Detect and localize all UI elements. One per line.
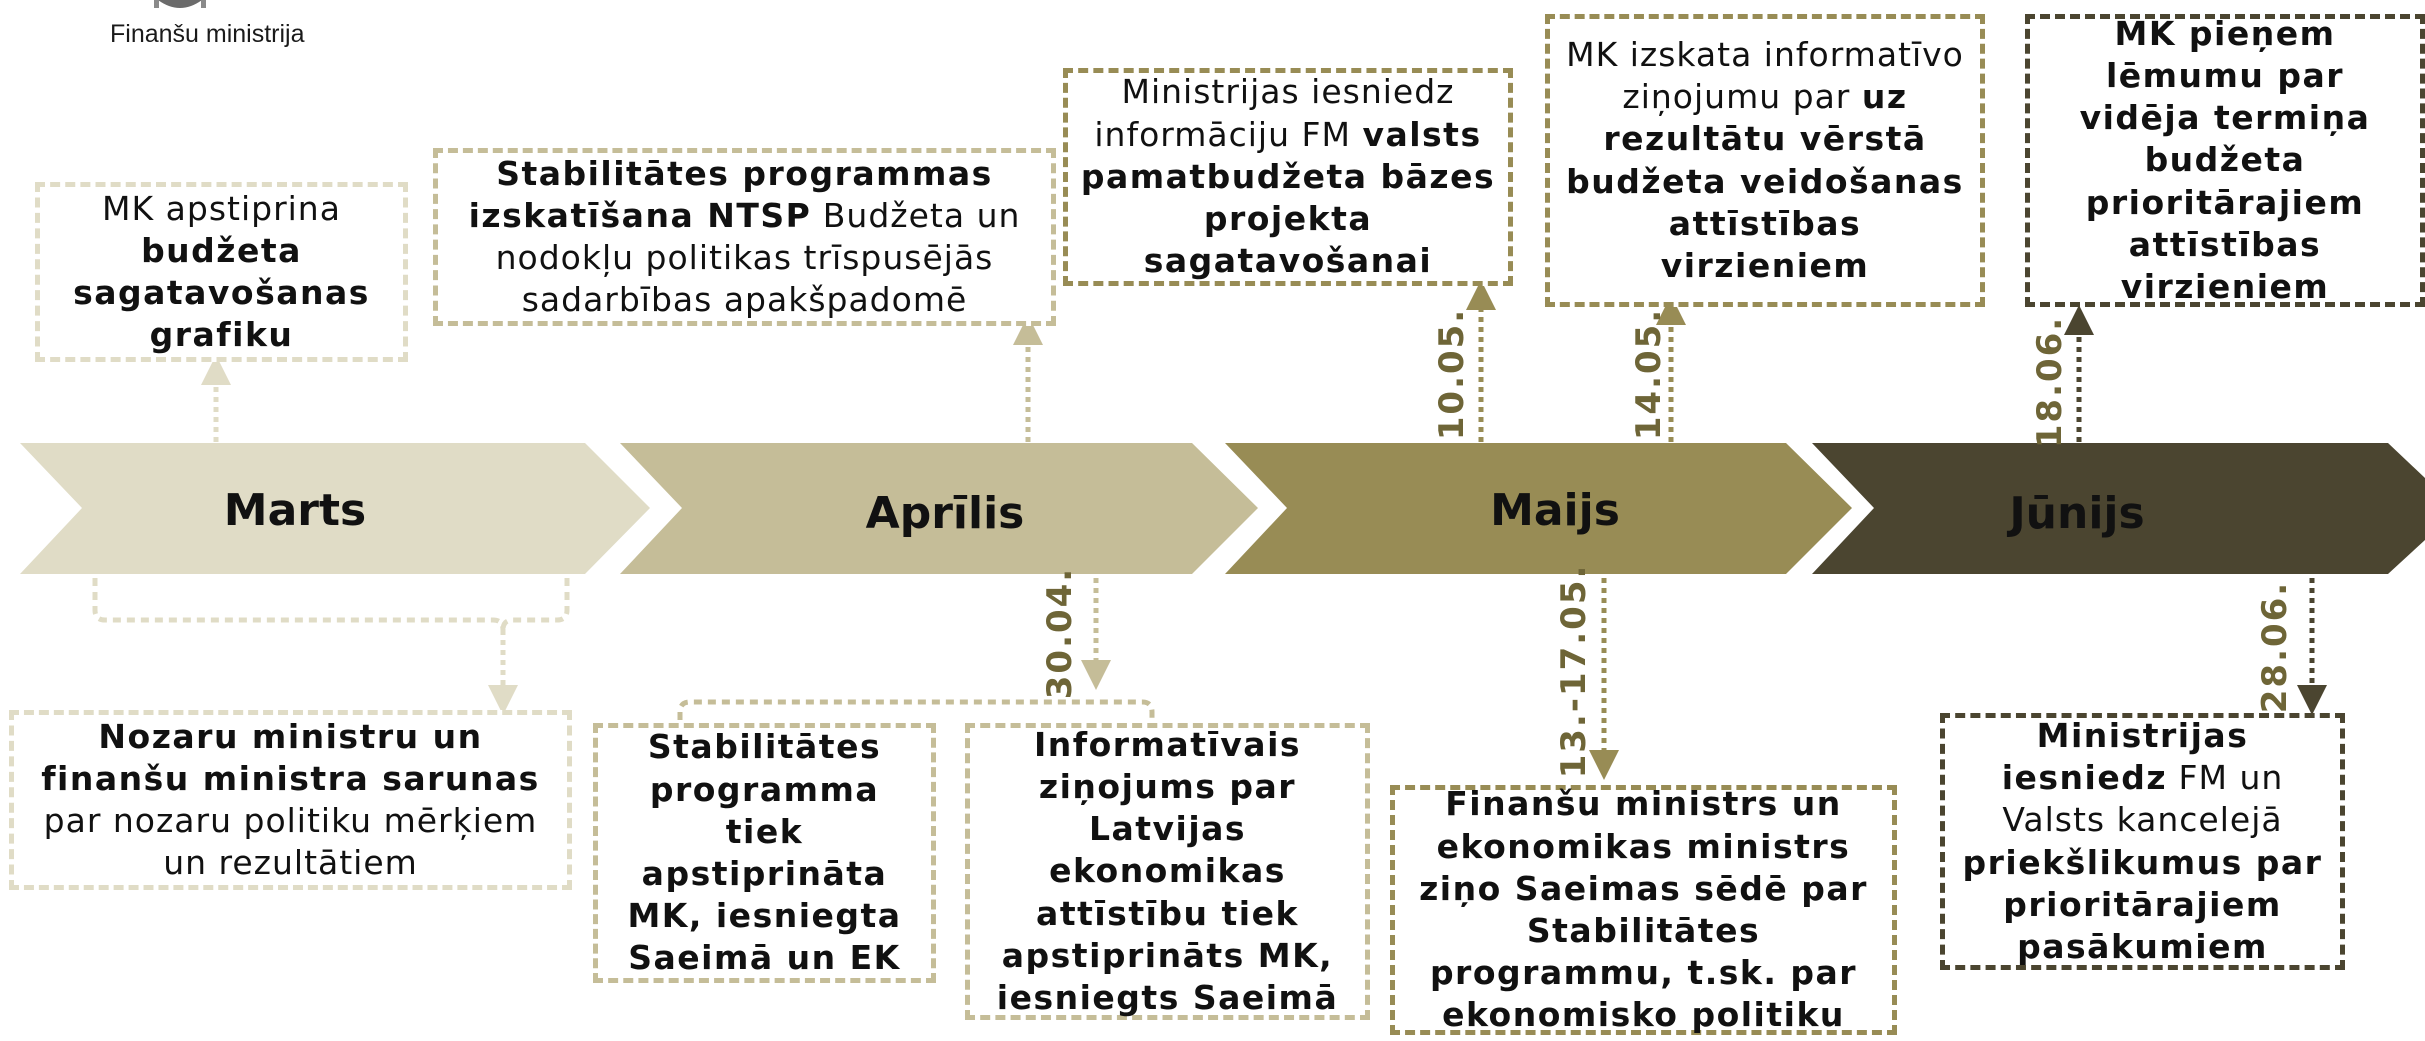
- event-box: MK izskata informatīvo ziņojumu par uz r…: [1545, 14, 1985, 307]
- chevron-marts: [20, 443, 650, 574]
- date-label: 13.-17.05.: [1554, 563, 1594, 779]
- date-label: 10.05.: [1432, 307, 1472, 441]
- date-label: 28.06.: [2255, 580, 2295, 714]
- event-text-run: valsts pamatbudžeta bāzes projekta sagat…: [1080, 114, 1496, 281]
- month-label-maijs: Maijs: [1490, 484, 1620, 536]
- logo-text: Finanšu ministrija: [110, 20, 305, 48]
- event-text: Ministrijas iesniedz FM un Valsts kancel…: [1955, 715, 2330, 968]
- event-text-run: Finanšu ministrs un ekonomikas ministrs …: [1419, 784, 1868, 1035]
- event-text-run: priekšlikumus par prioritārajiem pasākum…: [1962, 842, 2323, 966]
- month-label-junijs: Jūnijs: [2009, 487, 2145, 539]
- date-label: 14.05.: [1629, 307, 1669, 441]
- event-box: Stabilitātes programma tiek apstiprināta…: [593, 723, 936, 983]
- event-text-run: Informatīvais ziņojums par Latvijas ekon…: [996, 724, 1339, 1018]
- event-box: Finanšu ministrs un ekonomikas ministrs …: [1390, 783, 1897, 1036]
- event-text: MK izskata informatīvo ziņojumu par uz r…: [1560, 34, 1970, 287]
- event-text-run: Ministrijas iesniedz informāciju FM: [1094, 72, 1455, 154]
- event-text-run: budžeta sagatavošanas grafiku: [73, 230, 370, 355]
- event-text-run: uz rezultātu vērstā budžeta veidošanas a…: [1566, 77, 1964, 285]
- event-text: MK pieņem lēmumu par vidēja termiņa budž…: [2040, 13, 2410, 309]
- date-label: 30.04.: [1040, 566, 1080, 700]
- event-text-run: FM un Valsts kancelejā: [2002, 758, 2284, 840]
- event-box: MK pieņem lēmumu par vidēja termiņa budž…: [2025, 14, 2425, 307]
- event-text-run: Nozaru ministru un finanšu ministra saru…: [41, 716, 540, 798]
- event-text-run: Budžeta un nodokļu politikas trīspusējās…: [495, 195, 1021, 320]
- event-text: Finanšu ministrs un ekonomikas ministrs …: [1405, 783, 1882, 1036]
- event-text-run: Stabilitātes programmas izskatīšana NTSP: [468, 153, 993, 235]
- chevron-aprilis: [620, 443, 1258, 574]
- date-label: 18.06.: [2030, 315, 2070, 449]
- event-text: Ministrijas iesniedz informāciju FM vals…: [1078, 71, 1498, 282]
- event-box: MK apstiprina budžeta sagatavošanas graf…: [35, 182, 408, 362]
- chevron-junijs: [1812, 443, 2425, 574]
- event-text: Nozaru ministru un finanšu ministra saru…: [24, 716, 557, 885]
- month-label-marts: Marts: [223, 484, 367, 536]
- event-text-run: MK izskata informatīvo ziņojumu par: [1566, 34, 1964, 117]
- event-text-run: Stabilitātes programma tiek apstiprināta…: [627, 727, 902, 978]
- event-text-run: MK pieņem lēmumu par vidēja termiņa budž…: [2079, 13, 2371, 307]
- event-text-run: MK apstiprina: [102, 188, 341, 228]
- event-text: Stabilitātes programmas izskatīšana NTSP…: [448, 153, 1041, 322]
- event-text: MK apstiprina budžeta sagatavošanas graf…: [50, 188, 393, 357]
- state-emblem-icon: [154, 0, 206, 8]
- event-box: Stabilitātes programmas izskatīšana NTSP…: [433, 148, 1056, 326]
- chevron-maijs: [1225, 443, 1852, 574]
- month-label-aprilis: Aprīlis: [865, 487, 1025, 539]
- event-box: Ministrijas iesniedz FM un Valsts kancel…: [1940, 713, 2345, 970]
- event-box: Ministrijas iesniedz informāciju FM vals…: [1063, 68, 1513, 286]
- event-text: Stabilitātes programma tiek apstiprināta…: [608, 726, 921, 979]
- event-text-run: Ministrijas iesniedz: [2001, 715, 2249, 798]
- event-text-run: par nozaru politiku mērķiem un rezultāti…: [43, 801, 538, 883]
- event-box: Nozaru ministru un finanšu ministra saru…: [9, 710, 572, 890]
- event-box: Informatīvais ziņojums par Latvijas ekon…: [965, 723, 1370, 1020]
- event-text: Informatīvais ziņojums par Latvijas ekon…: [980, 724, 1355, 1020]
